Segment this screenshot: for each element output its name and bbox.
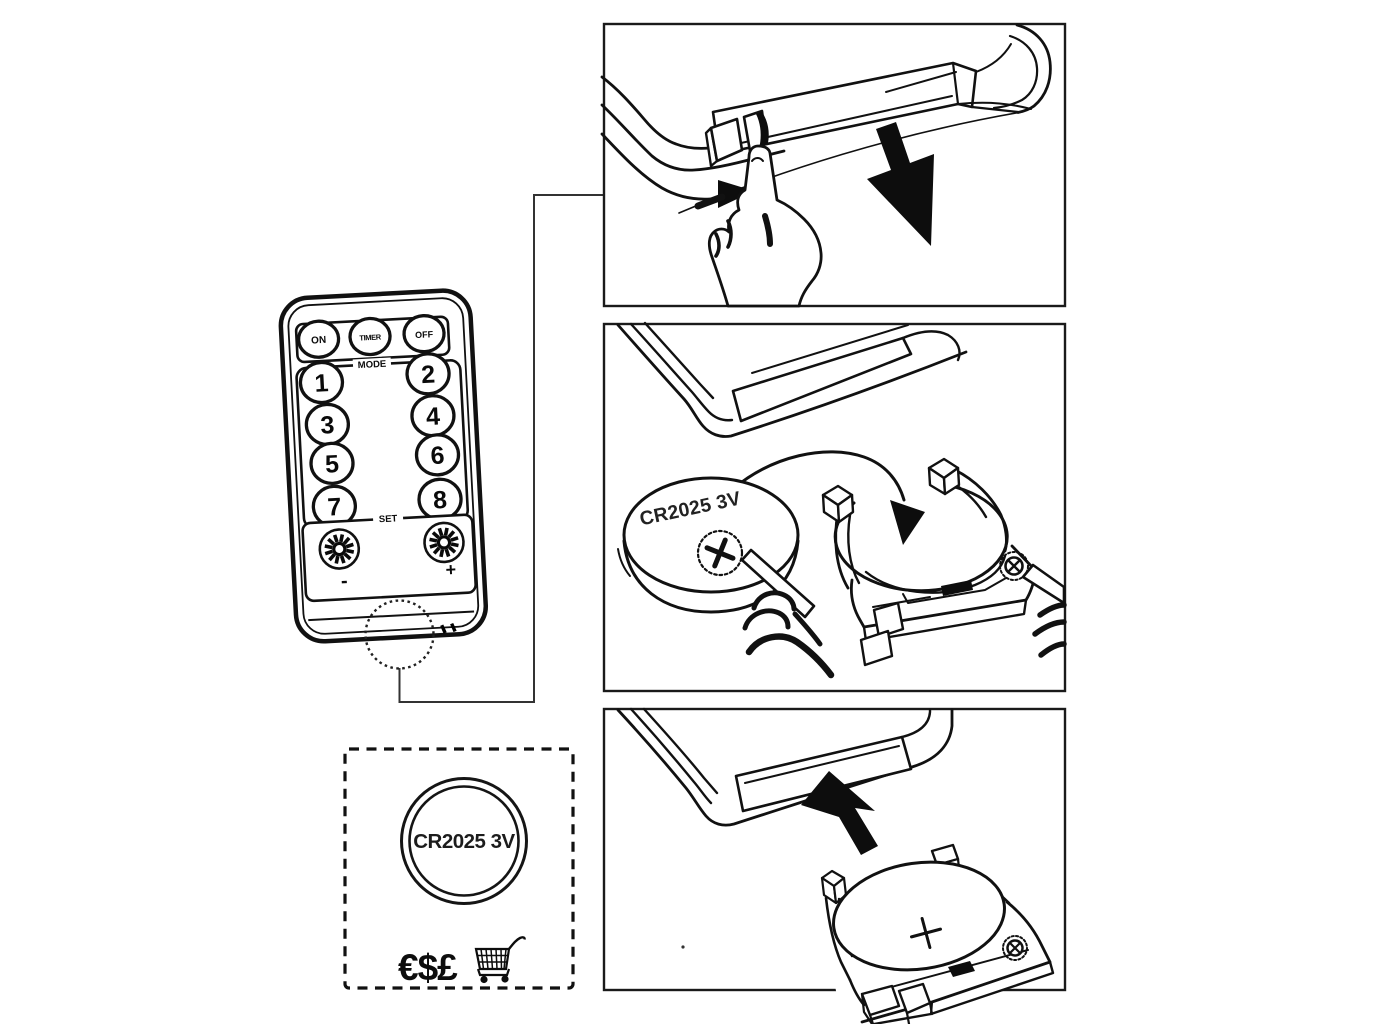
svg-text:-: -: [340, 570, 348, 592]
svg-text:MODE: MODE: [357, 359, 386, 371]
svg-text:7: 7: [327, 493, 342, 522]
svg-text:5: 5: [324, 450, 339, 479]
svg-text:2: 2: [420, 360, 435, 389]
svg-text:3: 3: [320, 411, 335, 440]
svg-text:1: 1: [314, 369, 329, 398]
svg-text:6: 6: [430, 441, 445, 470]
svg-text:TIMER: TIMER: [359, 332, 382, 342]
svg-text:SET: SET: [379, 513, 398, 525]
svg-text:ON: ON: [311, 335, 327, 347]
svg-text:+: +: [445, 559, 457, 580]
svg-text:OFF: OFF: [415, 329, 434, 340]
svg-text:CR2025 3V: CR2025 3V: [413, 830, 515, 853]
svg-text:4: 4: [425, 402, 440, 431]
svg-text:8: 8: [432, 486, 447, 515]
svg-text:€$£: €$£: [398, 947, 458, 988]
